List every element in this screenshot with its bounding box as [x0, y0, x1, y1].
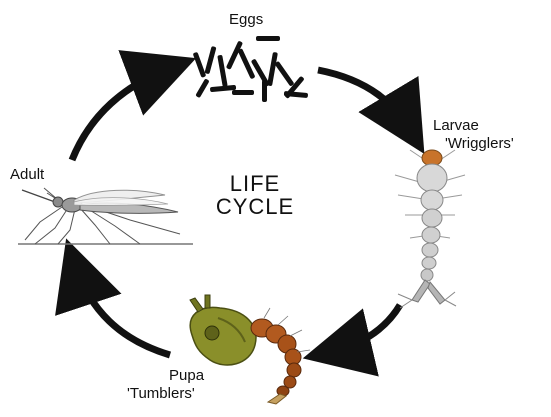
larvae-label: Larvae — [433, 118, 479, 135]
arrow-pupa-to-adult — [75, 265, 170, 355]
arrow-eggs-to-larvae — [318, 70, 410, 130]
title-line-2: CYCLE — [200, 195, 310, 218]
title-line-1: LIFE — [200, 172, 310, 195]
pupa-sublabel: 'Tumblers' — [127, 386, 195, 403]
mosquito-icon — [18, 188, 193, 244]
pupa-label: Pupa — [169, 368, 204, 385]
arrow-larvae-to-pupa — [330, 305, 400, 352]
eggs-icon — [193, 36, 308, 102]
larvae-sublabel: 'Wrigglers' — [445, 136, 514, 153]
pupa-icon — [190, 295, 310, 404]
larva-icon — [395, 150, 465, 308]
adult-label: Adult — [10, 167, 44, 184]
eggs-label: Eggs — [229, 12, 263, 29]
life-cycle-title: LIFE CYCLE — [200, 172, 310, 218]
arrow-adult-to-eggs — [72, 68, 170, 160]
